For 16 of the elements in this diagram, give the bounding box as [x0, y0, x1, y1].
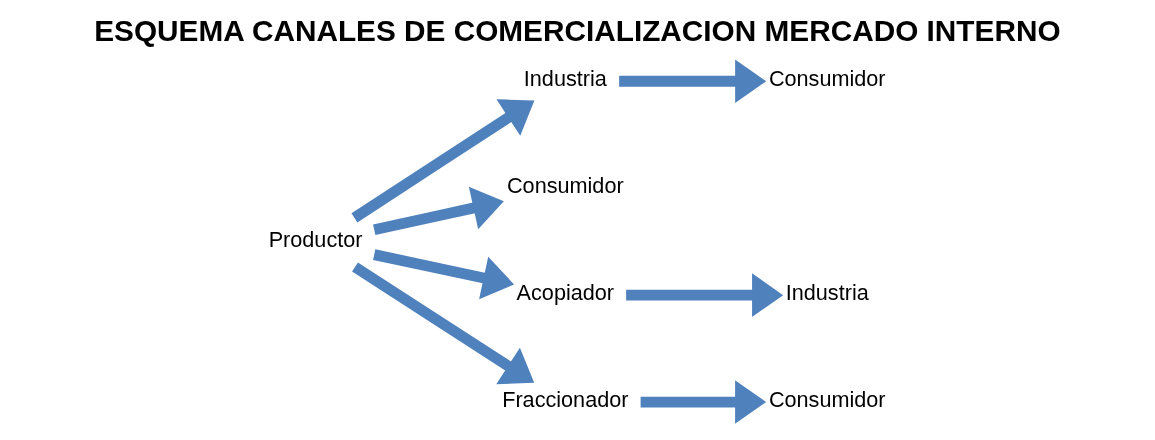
arrow [626, 273, 784, 317]
node-text: Industria [523, 66, 607, 92]
diagram-title: ESQUEMA CANALES DE COMERCIALIZACION MERCADO INTERNO [94, 14, 1061, 48]
node-text: Industria [785, 280, 869, 306]
node-text: Acopiador [516, 280, 615, 306]
node-text: Consumidor [768, 387, 886, 413]
arrow [351, 99, 535, 223]
node-text: Productor [268, 227, 363, 253]
node-text: Fraccionador [502, 387, 629, 413]
node-text: Consumidor [506, 173, 624, 199]
node-text: Consumidor [768, 66, 886, 92]
arrow [640, 380, 767, 424]
arrow [373, 186, 504, 236]
arrow [352, 262, 535, 385]
arrow [619, 59, 767, 104]
arrow [373, 249, 515, 300]
